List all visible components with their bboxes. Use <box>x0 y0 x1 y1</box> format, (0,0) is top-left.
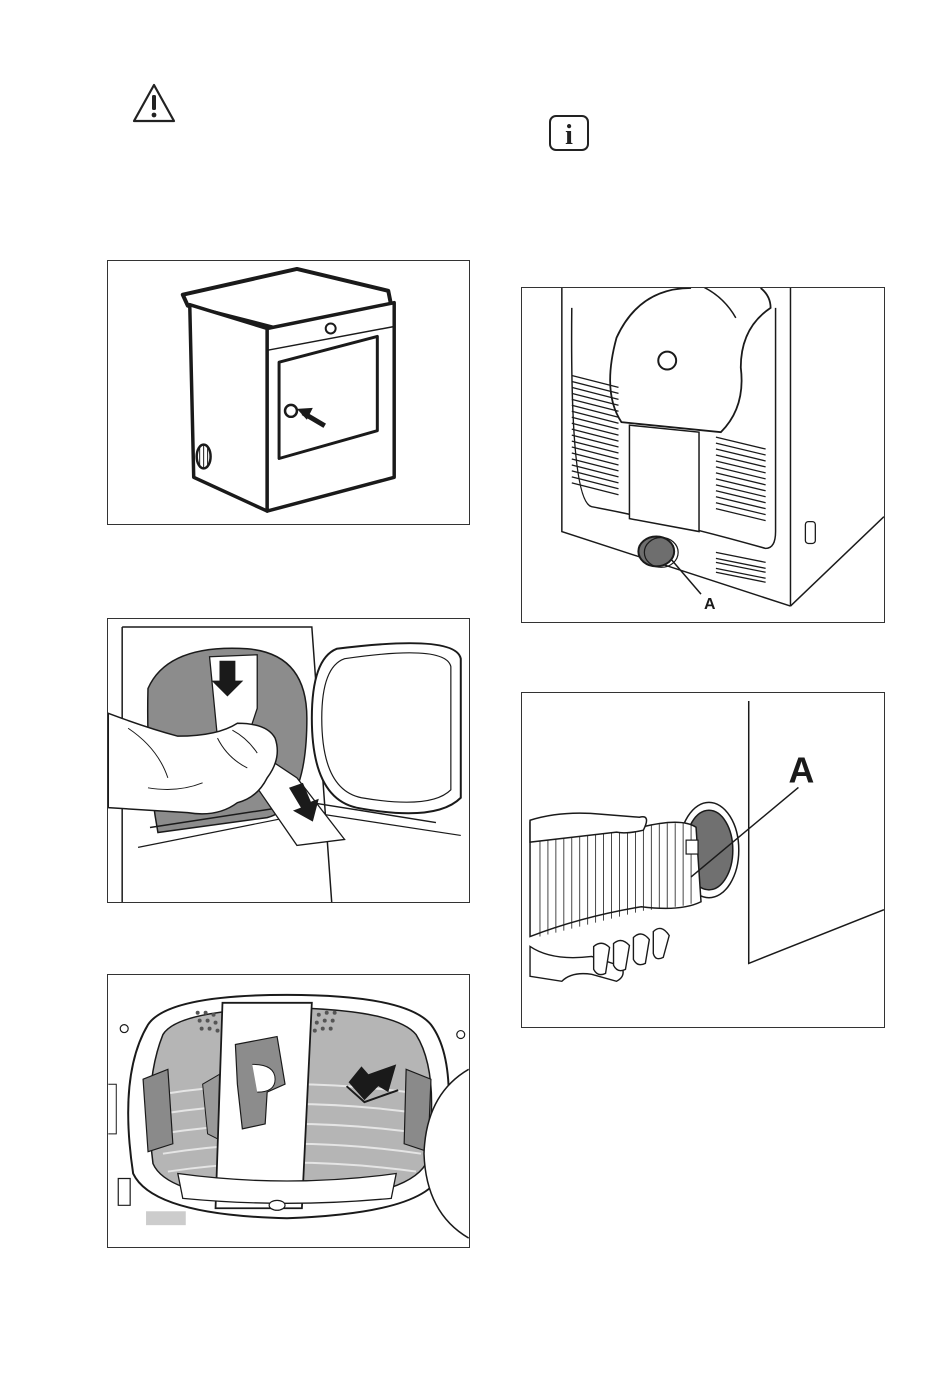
info-icon: i <box>548 114 590 152</box>
figure-hose-connect: A <box>521 692 885 1028</box>
svg-text:i: i <box>565 120 573 151</box>
callout-a-label: A <box>704 596 716 613</box>
figure-dryer-front <box>107 260 470 525</box>
figure-remove-packaging <box>107 618 470 903</box>
figure-drum-interior <box>107 974 470 1248</box>
figure-back-panel: A <box>521 287 885 623</box>
warning-triangle-icon <box>131 82 177 124</box>
callout-a-large-label: A <box>788 750 814 790</box>
